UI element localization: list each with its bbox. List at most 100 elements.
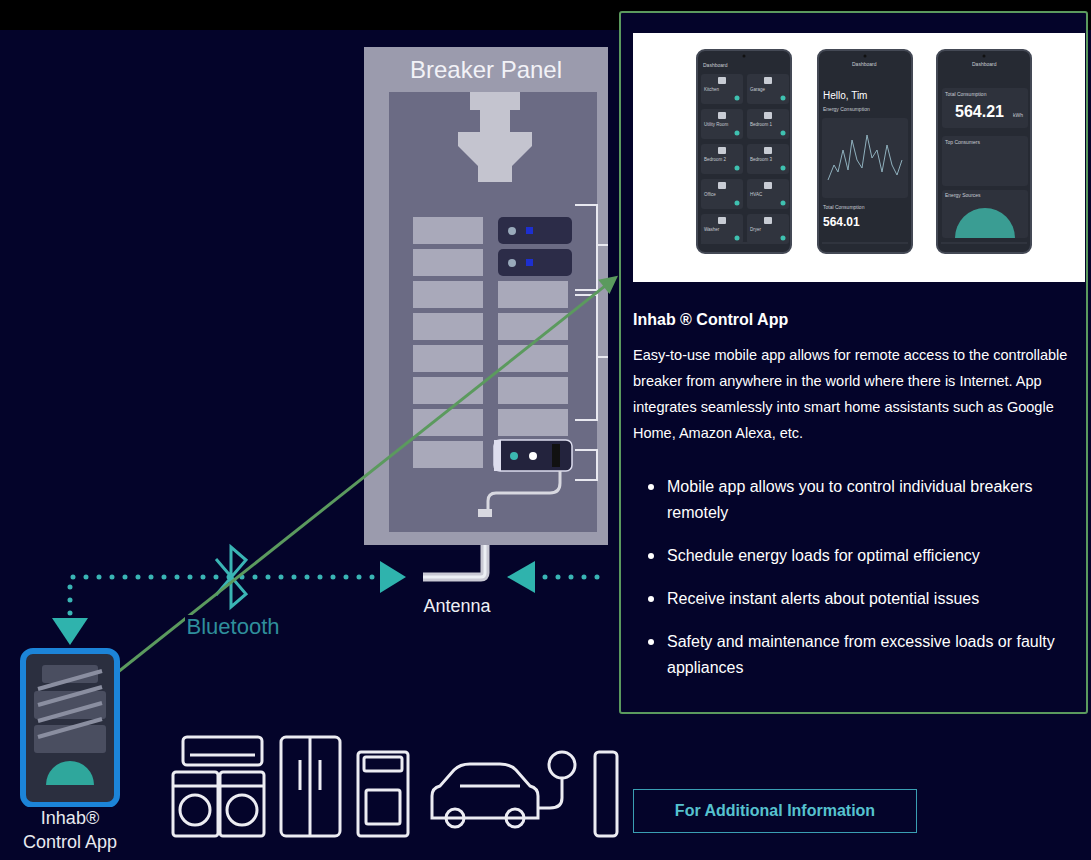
breaker-slot bbox=[498, 281, 568, 308]
breaker-slot bbox=[498, 345, 568, 372]
screen-label: Bedroom 2 bbox=[704, 158, 726, 163]
chart-line bbox=[828, 135, 902, 180]
screen-label: Hello, Tim bbox=[823, 90, 867, 101]
nav-bar bbox=[822, 243, 908, 244]
room-tile bbox=[701, 109, 743, 139]
room-icon bbox=[718, 77, 726, 84]
toggle-dot bbox=[781, 96, 786, 101]
bullet-item: Mobile app allows you to control individ… bbox=[667, 474, 1083, 526]
app-phone-icon: Inhab® Control App bbox=[12, 645, 128, 858]
breaker-slot bbox=[498, 313, 568, 340]
toggle-dot bbox=[735, 236, 740, 241]
antenna-drawing bbox=[423, 545, 485, 577]
bullet-dot bbox=[648, 596, 654, 602]
screen-label: Energy Consumption bbox=[823, 107, 870, 113]
sources-card bbox=[942, 190, 1028, 238]
screen-label: Energy Sources bbox=[945, 193, 981, 199]
room-tile bbox=[701, 179, 743, 209]
screen-label: Washer bbox=[704, 228, 719, 233]
bullet-text: Mobile app allows you to control individ… bbox=[667, 474, 1083, 526]
bullet-dot bbox=[648, 639, 654, 645]
toggle-dot bbox=[781, 201, 786, 206]
chart-card bbox=[822, 118, 908, 198]
screen-label: Dashboard bbox=[852, 62, 876, 68]
screen-label: Bedroom 1 bbox=[750, 123, 772, 128]
bullet-dot bbox=[648, 553, 654, 559]
bullet-item: Schedule energy loads for optimal effici… bbox=[667, 543, 1083, 569]
room-tile bbox=[747, 144, 789, 174]
room-tile bbox=[701, 214, 743, 244]
info-button: For Additional Information bbox=[633, 789, 917, 833]
room-tile bbox=[701, 144, 743, 174]
screen bbox=[697, 50, 791, 253]
breaker-slot bbox=[413, 281, 483, 308]
screen-label: Garage bbox=[750, 88, 765, 93]
antenna-label: Antenna bbox=[410, 595, 504, 617]
app-screenshots bbox=[619, 11, 1088, 311]
screen-label: Top Consumers bbox=[945, 140, 980, 146]
breaker-slot bbox=[413, 217, 483, 244]
arrowhead bbox=[380, 561, 406, 593]
screen-label: kWh bbox=[1013, 113, 1023, 119]
toggle-dot bbox=[781, 131, 786, 136]
toggle-dot bbox=[735, 201, 740, 206]
toggle-dot bbox=[735, 96, 740, 101]
screen-label: 564.01 bbox=[823, 216, 860, 229]
screen-label: HVAC bbox=[750, 193, 762, 198]
breaker-slot bbox=[413, 345, 483, 372]
breaker-slot bbox=[498, 377, 568, 404]
screen-label: Dryer bbox=[750, 228, 761, 233]
screen-label: Dashboard bbox=[703, 63, 727, 69]
room-tile bbox=[747, 214, 789, 244]
camera bbox=[864, 55, 867, 58]
image-ground bbox=[633, 33, 1085, 282]
camera bbox=[983, 55, 986, 58]
consumers-card bbox=[942, 136, 1028, 186]
antenna-node: Antenna bbox=[410, 565, 504, 623]
phone-glare bbox=[38, 671, 102, 737]
popup-title: Inhab ® Control App bbox=[633, 310, 1085, 330]
room-icon bbox=[764, 77, 772, 84]
room-icon bbox=[764, 112, 772, 119]
incoming-signal bbox=[507, 561, 605, 593]
bullet-item: Receive instant alerts about potential i… bbox=[667, 586, 1083, 612]
room-icon bbox=[718, 182, 726, 189]
phone-body bbox=[23, 651, 117, 805]
toggle-dot bbox=[735, 166, 740, 171]
toggle-dot bbox=[781, 236, 786, 241]
screen-label: Dashboard bbox=[972, 62, 996, 68]
room-icon bbox=[718, 112, 726, 119]
breaker-slot bbox=[413, 249, 483, 276]
screen-label: Bedroom 3 bbox=[750, 158, 772, 163]
screen-label: Total Consumption bbox=[945, 92, 986, 98]
screen-label: Utility Room bbox=[704, 123, 728, 128]
room-tile bbox=[747, 179, 789, 209]
connector bbox=[118, 276, 618, 672]
screen bbox=[937, 50, 1031, 253]
popup-body: Easy-to-use mobile app allows for remote… bbox=[633, 342, 1085, 446]
breaker-panel-drawing bbox=[364, 47, 608, 545]
room-tile bbox=[701, 74, 743, 104]
nav-bar bbox=[941, 243, 1027, 244]
callout-arrow bbox=[118, 284, 607, 672]
appliance-icons bbox=[173, 737, 617, 836]
room-tile bbox=[747, 109, 789, 139]
button-text: For Additional Information bbox=[675, 802, 875, 820]
room-icon bbox=[764, 217, 772, 224]
breaker-slot bbox=[498, 409, 568, 436]
room-tile bbox=[747, 74, 789, 104]
popup-text: Inhab ® Control AppEasy-to-use mobile ap… bbox=[633, 310, 1085, 698]
screen-label: 564.21 bbox=[955, 103, 1004, 121]
toggle-dot bbox=[735, 131, 740, 136]
bullet-dot bbox=[648, 484, 654, 490]
screen-label: Office bbox=[704, 193, 716, 198]
app-label: Inhab® Control App bbox=[12, 806, 128, 854]
bullet-text: Receive instant alerts about potential i… bbox=[667, 586, 1083, 612]
screen bbox=[818, 50, 912, 253]
connector bbox=[52, 561, 406, 645]
bullet-item: Safety and maintenance from excessive lo… bbox=[667, 629, 1083, 681]
breaker-slot bbox=[413, 441, 483, 468]
breaker-slot bbox=[413, 313, 483, 340]
edge-label: Bluetooth bbox=[185, 615, 282, 639]
phone-gauge bbox=[46, 761, 94, 785]
